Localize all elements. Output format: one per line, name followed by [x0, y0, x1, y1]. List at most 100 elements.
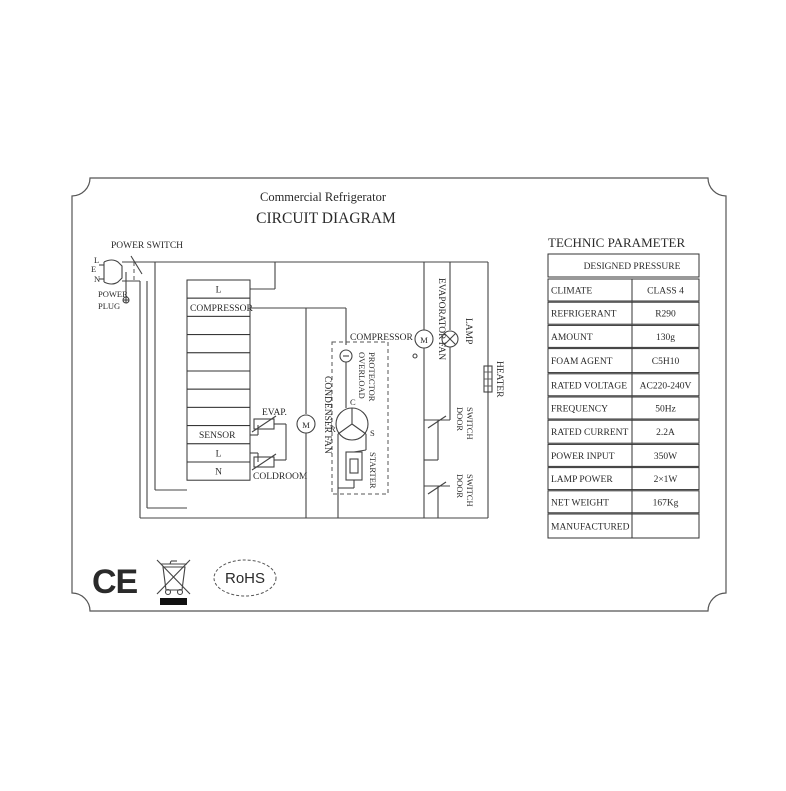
label-frame — [71, 177, 727, 612]
controller-row — [186, 461, 251, 481]
parameter-label: NET WEIGHT — [551, 498, 609, 508]
door-switch-1-label-a: DOOR — [455, 407, 465, 431]
parameter-value-cell — [631, 373, 700, 397]
door-switch-1-label-b: SWITCH — [465, 407, 475, 440]
parameter-value: AC220-240V — [640, 381, 692, 391]
parameter-value-cell — [631, 301, 700, 325]
parameter-label: REFRIGERANT — [551, 310, 617, 320]
door-switch-upper: DOOR SWITCH — [423, 405, 475, 461]
controller-row — [186, 334, 251, 354]
parameter-label: POWER INPUT — [551, 452, 615, 462]
lamp: LAMP — [441, 262, 473, 405]
coldroom-label: COLDROOM — [253, 472, 308, 482]
parameter-value: 350W — [654, 452, 677, 462]
parameter-label: RATED VOLTAGE — [551, 381, 627, 391]
compressor-assembly: COMPRESSOR OVERLOAD PROTECTOR C R S STAR… — [330, 333, 413, 518]
door-switch-upper-contact — [427, 415, 447, 429]
terminal-n-label: N — [94, 274, 100, 284]
parameter-label: MANUFACTURED — [551, 523, 630, 533]
parameter-value-cell — [631, 324, 700, 348]
controller-row-label: L — [216, 286, 222, 296]
parameter-value-cell — [631, 396, 700, 420]
condenser-fan-label: CONDENSER FAN — [322, 376, 332, 454]
parameter-label-cell — [547, 348, 633, 374]
parameter-value-cell — [631, 278, 700, 302]
parameter-label-cell — [547, 513, 633, 539]
plug-body — [103, 259, 123, 285]
page-title: CIRCUIT DIAGRAM — [256, 210, 396, 227]
controller-row-label: L — [216, 449, 222, 459]
door-switch-2-label-a: DOOR — [455, 474, 465, 498]
controller-row-label: N — [215, 468, 222, 478]
terminal-dot-icon — [412, 353, 418, 359]
parameter-value-cell — [631, 419, 700, 444]
protector-label: PROTECTOR — [367, 352, 377, 402]
parameter-heading: TECHNIC PARAMETER — [548, 235, 685, 250]
parameter-value-cell — [631, 513, 700, 539]
compressor-dashed-box — [331, 341, 389, 495]
parameter-value: R290 — [655, 310, 676, 320]
parameter-value: 2.2A — [656, 428, 675, 438]
evaporator-fan-label: EVAPORATOR FAN — [436, 278, 446, 360]
parameter-table: DESIGNED PRESSURE CLIMATE CLASS 4 REFRIGER… — [547, 253, 700, 539]
ce-mark-text: CE — [92, 563, 138, 601]
controller-row — [186, 352, 251, 372]
controller-row — [186, 315, 251, 336]
overload-label: OVERLOAD — [357, 352, 367, 399]
starter-label: STARTER — [368, 452, 378, 489]
condenser-fan: M CONDENSER FAN — [296, 308, 332, 518]
power-switch-label: POWER SWITCH — [111, 241, 183, 251]
controller-row — [186, 370, 251, 390]
condenser-fan-motor-symbol: M — [302, 420, 310, 430]
power-plug: POWER SWITCH L E N POWER PLUG — [91, 241, 183, 311]
evap-sensor: EVAP. — [250, 408, 287, 460]
weee-bar — [160, 598, 187, 605]
terminal-l-label: L — [94, 255, 99, 265]
door-switch-lower: DOOR SWITCH — [423, 460, 475, 518]
door-switch-lower-contact — [427, 481, 447, 495]
parameter-value-cell — [631, 443, 700, 467]
parameter-value-cell — [631, 490, 700, 514]
controller-row — [186, 406, 251, 427]
terminal-e-label: E — [91, 264, 96, 274]
parameter-label: FREQUENCY — [551, 405, 608, 415]
heater-label: HEATER — [494, 361, 504, 398]
controller-row-label: SENSOR — [199, 431, 236, 441]
door-switch-2-label-b: SWITCH — [465, 474, 475, 507]
plug-label: PLUG — [98, 301, 120, 311]
parameter-value-cell — [631, 467, 700, 491]
parameter-label: CLIMATE — [551, 287, 592, 297]
coldroom-sensor: COLDROOM — [250, 452, 308, 482]
parameter-value: 167Kg — [653, 498, 679, 508]
controller-row-label: COMPRESSOR — [190, 304, 253, 314]
parameter-value: C5H10 — [652, 357, 680, 367]
compressor-c-label: C — [350, 397, 356, 407]
subtitle: Commercial Refrigerator — [260, 190, 387, 204]
rohs-outline — [213, 559, 277, 597]
parameter-value: CLASS 4 — [647, 287, 684, 297]
parameter-value: 130g — [656, 333, 675, 343]
earth-icon — [122, 296, 130, 304]
parameter-label: FOAM AGENT — [551, 357, 613, 367]
power-switch-blade — [130, 255, 143, 275]
controller-row — [186, 388, 251, 408]
weee-bin-icon — [156, 559, 191, 605]
evaporator-fan: M EVAPORATOR FAN — [412, 262, 446, 405]
designed-pressure-label: DESIGNED PRESSURE — [584, 262, 681, 272]
rohs-text: RoHS — [225, 570, 265, 587]
evap-label: EVAP. — [262, 408, 287, 418]
heater: HEATER — [483, 361, 504, 398]
compressor-s-label: S — [370, 428, 375, 438]
parameter-value-cell — [631, 348, 700, 374]
parameter-value: 50Hz — [655, 405, 676, 415]
parameter-label: LAMP POWER — [551, 475, 613, 485]
parameter-value: 2×1W — [654, 475, 678, 485]
compressor-label: COMPRESSOR — [350, 333, 413, 343]
starter-icon — [345, 451, 363, 481]
ce-mark: CE — [92, 563, 139, 601]
power-label: POWER — [98, 289, 128, 299]
rohs-mark: RoHS — [213, 559, 277, 597]
